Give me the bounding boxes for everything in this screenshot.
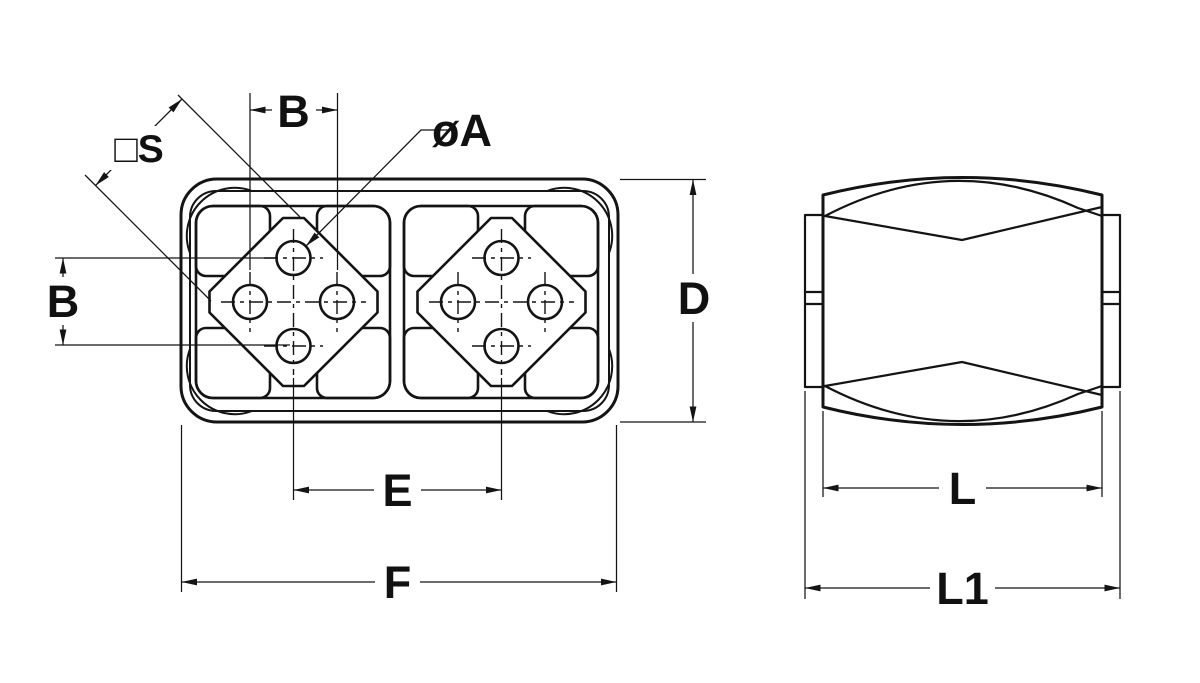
- corner-chamfer-arc-bottom-left: [185, 348, 253, 416]
- label-bg: [939, 463, 986, 510]
- side-tab-groove-lines: [803, 290, 1122, 306]
- cavity-right: [402, 204, 600, 400]
- body-outer-outline: [179, 177, 620, 424]
- dim-label-f: F: [384, 557, 412, 608]
- dim-l-extension-lines: [822, 411, 1103, 497]
- side-chamfer-lens-top: [823, 179, 1080, 218]
- label-bg: [110, 126, 168, 170]
- dim-label-square-size: □S: [114, 128, 164, 171]
- dim-label-b-top: B: [277, 86, 310, 137]
- dim-label-b-left: B: [47, 276, 80, 327]
- corner-chamfer-arc-top-left: [185, 186, 253, 254]
- dim-hole-leader-line: [305, 129, 452, 247]
- dim-square-extension-lines: [84, 94, 301, 302]
- side-chamfer-lines-bottom: [823, 360, 1104, 397]
- dimension-annotations: B □S øA B D E F L L1: [42, 86, 1121, 614]
- label-bg: [375, 557, 420, 604]
- label-bg: [671, 274, 717, 322]
- side-tab-left: [803, 213, 825, 389]
- dim-label-e: E: [382, 465, 412, 516]
- label-bg: [930, 563, 995, 610]
- body-inner-outline: [189, 190, 610, 412]
- corner-chamfer-arc-top-right: [546, 186, 614, 254]
- front-view: [179, 177, 620, 424]
- label-bg: [42, 277, 84, 325]
- side-tab-right: [1100, 213, 1122, 389]
- dim-label-l: L: [949, 463, 977, 514]
- dim-b-top-extension-lines: [249, 93, 339, 270]
- dim-f-extension-lines: [180, 425, 618, 592]
- label-bg: [272, 87, 316, 133]
- dim-label-hole-diameter: øA: [432, 105, 492, 156]
- dim-label-l1: L1: [936, 563, 989, 614]
- side-chamfer-lens-bottom: [823, 384, 1080, 423]
- side-view: [803, 176, 1122, 426]
- corner-chamfer-arc-bottom-right: [546, 348, 614, 416]
- dim-label-d: D: [678, 273, 711, 324]
- dim-b-left-extension-lines: [55, 257, 290, 346]
- cavity-left: [194, 204, 392, 400]
- side-chamfer-lines-top: [823, 205, 1104, 242]
- label-bg: [374, 465, 421, 512]
- side-body-outline: [821, 176, 1104, 426]
- dim-l1-extension-lines: [804, 391, 1121, 599]
- dim-e-extension-lines: [292, 378, 503, 500]
